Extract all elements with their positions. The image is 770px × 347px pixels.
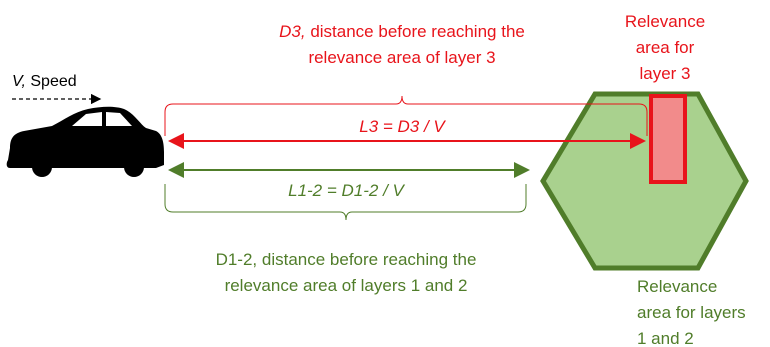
l3-formula: L3 = D3 / V	[359, 117, 446, 136]
l12-formula: L1-2 = D1-2 / V	[288, 181, 405, 200]
relevance3-line2: area for	[636, 38, 695, 57]
relevance3-line1: Relevance	[625, 12, 705, 31]
d3-text-line2: relevance area of layer 3	[308, 48, 495, 67]
d12-text-line1: D1-2, distance before reaching the	[216, 250, 477, 269]
relevance12-line1: Relevance	[637, 277, 717, 296]
relevance-area-layers-1-2	[540, 91, 749, 271]
relevance3-line3: layer 3	[639, 64, 690, 83]
car-icon	[6, 106, 164, 177]
d3-text-line1: D3, distance before reaching the	[279, 22, 525, 41]
d12-text-line2: relevance area of layers 1 and 2	[225, 276, 468, 295]
speed-label: V, Speed	[12, 73, 77, 90]
relevance12-line2: area for layers	[637, 303, 746, 322]
d12-brace	[164, 184, 527, 221]
relevance-area-layer-3	[649, 94, 687, 184]
relevance12-line3: 1 and 2	[637, 329, 694, 347]
d3-brace	[164, 95, 648, 136]
